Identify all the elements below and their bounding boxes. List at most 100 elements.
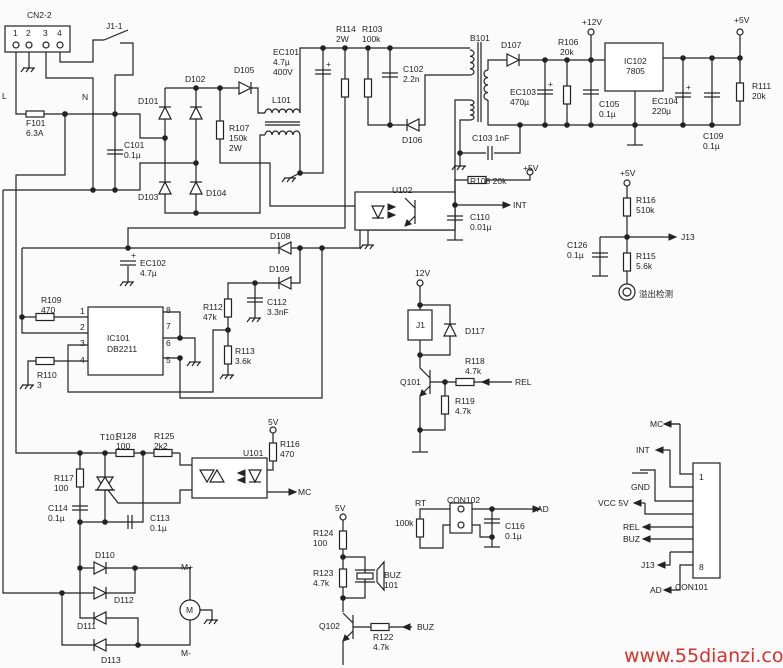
resistor	[562, 85, 572, 105]
arrow-icon	[401, 623, 411, 631]
arrow-icon	[387, 203, 397, 211]
label-d102: D102	[185, 74, 206, 84]
arrow-head	[641, 535, 651, 543]
diode-triangle	[277, 276, 292, 290]
label-con-mc: MC	[650, 419, 663, 429]
junction-dot	[417, 352, 423, 358]
label-u102: U102	[392, 185, 413, 195]
diode	[158, 105, 172, 120]
arrow-icon	[532, 505, 542, 513]
wire	[163, 248, 323, 399]
label-r107: R107	[229, 123, 250, 133]
label-r116b: R116	[280, 439, 300, 449]
junction-dot	[19, 314, 25, 320]
label-r106-v: 20k	[560, 47, 574, 57]
label-m-plus: M+	[181, 562, 193, 572]
wire	[454, 179, 468, 205]
junction-dot	[624, 234, 630, 240]
label-ec101: EC101	[273, 47, 299, 57]
label-d103: D103	[138, 192, 159, 202]
arrow-head	[656, 561, 666, 569]
arrow-head	[236, 469, 246, 477]
label-c112-v: 3.3nF	[267, 307, 289, 317]
ground-hatch	[291, 177, 296, 183]
capacitor	[127, 515, 133, 529]
junction-dot	[387, 45, 393, 51]
wire	[163, 337, 196, 362]
connector-con101	[692, 462, 721, 579]
label-d112: D112	[114, 595, 134, 605]
ground-hatch	[203, 619, 208, 625]
arrow-icon	[656, 561, 666, 569]
resistor	[268, 442, 278, 462]
terminal	[457, 505, 465, 513]
wire	[679, 424, 693, 475]
label-r124: R124	[313, 528, 334, 538]
terminal	[526, 168, 534, 176]
label-L: L	[2, 91, 7, 101]
junction-dot	[517, 122, 523, 128]
label-c126: C126	[567, 240, 588, 250]
wire	[106, 568, 136, 594]
label-c116-v: 0.1µ	[505, 531, 522, 541]
label-ec102-v: 4.7µ	[140, 268, 157, 278]
winding	[483, 69, 489, 101]
label-d109: D109	[269, 264, 290, 274]
wire	[45, 48, 94, 190]
resistor	[338, 530, 348, 550]
label-con-ad: AD	[650, 585, 662, 595]
label-r112: R112	[203, 302, 223, 312]
resistor	[223, 298, 233, 318]
junction-dot	[340, 595, 346, 601]
resistor	[153, 448, 173, 458]
label-m-minus: M-	[181, 648, 191, 658]
junction-dot	[387, 122, 393, 128]
buzzer-element	[356, 572, 374, 580]
wire	[15, 114, 180, 454]
label-c101-v: 0.1µ	[124, 150, 141, 160]
ground-hatch	[251, 317, 256, 323]
winding	[469, 49, 475, 76]
ground-hatch	[191, 361, 196, 367]
npn-transistor	[419, 367, 431, 397]
label-ec101-v: 4.7µ	[273, 57, 290, 67]
label-c101: C101	[124, 140, 145, 150]
label-con101: CON101	[675, 582, 708, 592]
wire	[163, 311, 181, 338]
npn-transistor	[342, 612, 354, 642]
arrow-head	[401, 623, 411, 631]
capacitor	[72, 505, 88, 511]
resistor	[223, 345, 233, 365]
junction-dot	[125, 245, 131, 251]
ground-icon	[451, 165, 466, 171]
label-ip1: 1	[80, 306, 85, 316]
label-r103-v: 100k	[362, 34, 381, 44]
wire	[106, 620, 191, 646]
junction-dot	[193, 85, 199, 91]
junction-dot	[709, 122, 715, 128]
terminal	[42, 41, 50, 49]
label-p12v: +12V	[582, 17, 602, 27]
wire	[640, 469, 693, 502]
label-buz: BUZ	[384, 570, 401, 580]
junction-dot	[193, 210, 199, 216]
label-rel-in: REL	[515, 377, 532, 387]
resistor	[338, 568, 348, 588]
arrow-head	[654, 446, 664, 454]
arrow-icon	[480, 378, 490, 386]
wire	[494, 125, 521, 154]
junction-dot	[102, 450, 108, 456]
label-c102-v: 2.2n	[403, 74, 420, 84]
electrolytic-capacitor: +	[675, 82, 691, 98]
label-c110: C110	[470, 212, 490, 222]
junction-dot	[77, 565, 83, 571]
ground-hatch	[229, 374, 234, 380]
junction-dot	[77, 519, 83, 525]
junction-dot	[225, 327, 231, 333]
ground-hatch	[224, 374, 229, 380]
capacitor	[247, 297, 263, 303]
wire	[644, 503, 693, 515]
diode-triangle	[158, 180, 172, 195]
label-r109-v: 470	[41, 305, 55, 315]
wire	[2, 190, 62, 594]
